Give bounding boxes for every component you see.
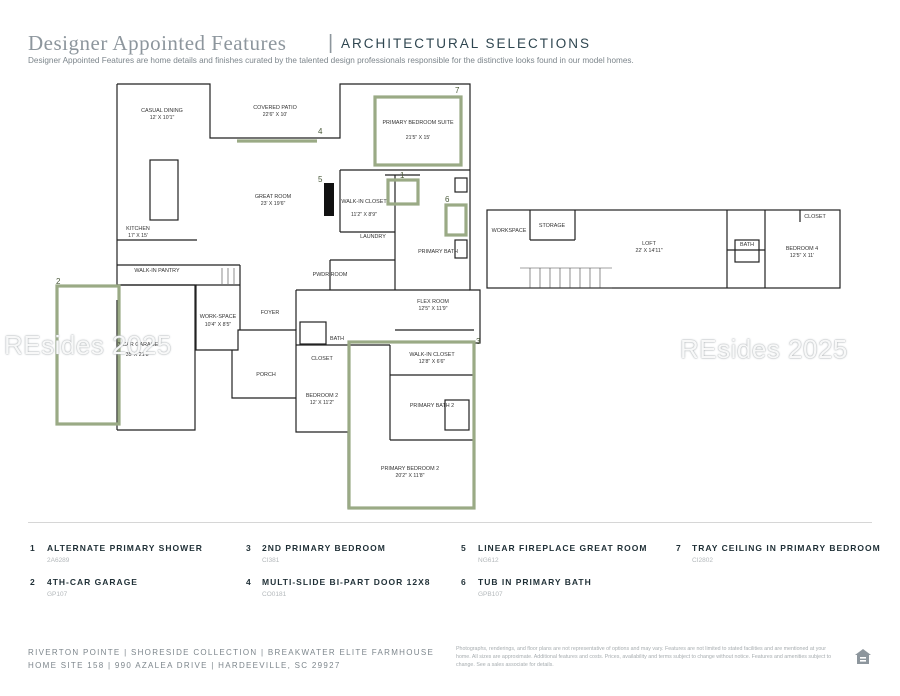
room-bath: BATH bbox=[330, 336, 344, 342]
room-flex: FLEX ROOM bbox=[417, 299, 449, 305]
equal-housing-icon bbox=[855, 649, 871, 664]
title-separator: | bbox=[328, 32, 334, 54]
legend-code: CI2802 bbox=[692, 557, 713, 564]
footer-address: HOME SITE 158 | 990 AZALEA DRIVE | HARDE… bbox=[28, 661, 341, 670]
callout-5: 5 bbox=[318, 175, 323, 184]
upper-stairs bbox=[520, 267, 612, 289]
garage-walls bbox=[116, 284, 196, 431]
legend-num: 4 bbox=[246, 577, 251, 587]
room-garage-dim: 35' X 21'8" bbox=[126, 352, 151, 358]
callout-4: 4 bbox=[318, 127, 323, 136]
watermark-left: REsides 2025 bbox=[4, 330, 172, 360]
fourth-car-garage-highlight bbox=[55, 284, 121, 426]
room-garage: 3-CAR GARAGE bbox=[118, 342, 159, 348]
legend-name: ALTERNATE PRIMARY SHOWER bbox=[47, 543, 203, 553]
room-walk-in-closet-2: WALK-IN CLOSET bbox=[409, 352, 455, 358]
room-primary-bedroom-2: PRIMARY BEDROOM 2 bbox=[381, 466, 439, 472]
room-walk-in-closet: WALK-IN CLOSET bbox=[341, 199, 387, 205]
legend-num: 2 bbox=[30, 577, 35, 587]
room-closet: CLOSET bbox=[311, 356, 333, 362]
legend-divider bbox=[28, 522, 872, 523]
callout-6: 6 bbox=[445, 195, 450, 204]
room-casual-dining: CASUAL DINING bbox=[141, 108, 183, 114]
legend-name: 2ND PRIMARY BEDROOM bbox=[262, 543, 386, 553]
room-walk-in-closet-dim: 11'2" X 8'9" bbox=[351, 212, 377, 218]
room-bedroom2-dim: 12' X 11'2" bbox=[310, 400, 334, 406]
tray-ceiling-highlight bbox=[373, 95, 463, 167]
room-loft: LOFT bbox=[642, 241, 656, 247]
upper-floor-walls bbox=[486, 209, 841, 289]
room-workspace-dim: 10'4" X 8'5" bbox=[205, 322, 232, 328]
option-highlights bbox=[55, 95, 476, 510]
room-walk-in-pantry: WALK-IN PANTRY bbox=[134, 268, 180, 274]
room-primary-bedroom-2-dim: 20'2" X 11'8" bbox=[396, 473, 425, 479]
room-closet-up: CLOSET bbox=[804, 214, 826, 220]
legend-code: 2A6289 bbox=[47, 557, 70, 564]
tub-highlight bbox=[444, 203, 468, 237]
footer-disclaimer: Photographs, renderings, and floor plans… bbox=[456, 646, 832, 668]
callout-3: 3 bbox=[476, 337, 481, 346]
callout-1: 1 bbox=[400, 171, 405, 180]
room-workspace-up: WORKSPACE bbox=[492, 228, 527, 234]
room-primary-bath: PRIMARY BATH bbox=[418, 249, 458, 255]
page-subtitle: ARCHITECTURAL SELECTIONS bbox=[341, 36, 592, 51]
page-title: Designer Appointed Features bbox=[28, 31, 287, 55]
legend-name: TUB IN PRIMARY BATH bbox=[478, 577, 592, 587]
room-bath-up: BATH bbox=[740, 242, 754, 248]
room-bedroom-4: BEDROOM 4 bbox=[786, 246, 818, 252]
room-casual-dining-dim: 12' X 10'1" bbox=[150, 115, 175, 121]
legend-name: TRAY CEILING IN PRIMARY BEDROOM bbox=[692, 543, 881, 553]
room-labels: CASUAL DINING 12' X 10'1" COVERED PATIO … bbox=[118, 105, 827, 479]
legend-code: CI381 bbox=[262, 557, 280, 564]
legend-name: LINEAR FIREPLACE GREAT ROOM bbox=[478, 543, 648, 553]
room-covered-patio-dim: 22'6" X 10' bbox=[263, 112, 288, 118]
callout-2: 2 bbox=[56, 277, 61, 286]
second-primary-bedroom-highlight bbox=[347, 340, 476, 510]
room-bedroom-4-dim: 12'5" X 11' bbox=[790, 253, 814, 259]
room-walk-in-closet-2-dim: 12'8" X 6'6" bbox=[419, 359, 446, 365]
room-laundry: LAUNDRY bbox=[360, 234, 386, 240]
room-covered-patio: COVERED PATIO bbox=[253, 105, 297, 111]
legend-num: 5 bbox=[461, 543, 466, 553]
room-pwdr: PWDR ROOM bbox=[313, 272, 348, 278]
room-workspace: WORK-SPACE bbox=[200, 314, 237, 320]
room-flex-dim: 12'5" X 11'9" bbox=[419, 306, 448, 312]
main-stairs bbox=[221, 268, 235, 284]
legend-code: NG612 bbox=[478, 557, 499, 564]
legend-name: MULTI-SLIDE BI-PART DOOR 12X8 bbox=[262, 577, 431, 587]
footer-community: RIVERTON POINTE | SHORESIDE COLLECTION |… bbox=[28, 648, 435, 657]
room-bedroom2: BEDROOM 2 bbox=[306, 393, 338, 399]
legend-code: GPB107 bbox=[478, 591, 503, 598]
legend-code: CO0181 bbox=[262, 591, 287, 598]
room-great-room-dim: 23' X 19'6" bbox=[261, 201, 286, 207]
legend-code: GP107 bbox=[47, 591, 68, 598]
room-kitchen-dim: 17' X 15' bbox=[128, 233, 148, 239]
floor-plan: CASUAL DINING 12' X 10'1" COVERED PATIO … bbox=[55, 83, 841, 510]
room-great-room: GREAT ROOM bbox=[255, 194, 292, 200]
alternate-shower-highlight bbox=[386, 178, 420, 206]
main-floor-walls bbox=[116, 83, 481, 509]
legend-num: 6 bbox=[461, 577, 466, 587]
page-description: Designer Appointed Features are home det… bbox=[28, 56, 634, 65]
legend-num: 3 bbox=[246, 543, 251, 553]
room-primary-bath-2: PRIMARY BATH 2 bbox=[410, 403, 454, 409]
callout-7: 7 bbox=[455, 86, 460, 95]
legend-num: 7 bbox=[676, 543, 681, 553]
room-foyer: FOYER bbox=[261, 310, 280, 316]
legend-num: 1 bbox=[30, 543, 35, 553]
room-loft-dim: 22' X 14'11" bbox=[635, 248, 662, 254]
room-storage: STORAGE bbox=[539, 223, 566, 229]
room-primary-bedroom-suite-dim: 21'5" X 15' bbox=[406, 135, 431, 141]
linear-fireplace-mark bbox=[324, 183, 334, 216]
room-kitchen: KITCHEN bbox=[126, 226, 150, 232]
callout-numbers: 7 4 5 6 2 3 1 bbox=[56, 86, 481, 346]
legend-name: 4TH-CAR GARAGE bbox=[47, 577, 138, 587]
room-porch: PORCH bbox=[256, 372, 276, 378]
room-primary-bedroom-suite: PRIMARY BEDROOM SUITE bbox=[382, 120, 453, 126]
watermark-right: REsides 2025 bbox=[680, 334, 848, 364]
